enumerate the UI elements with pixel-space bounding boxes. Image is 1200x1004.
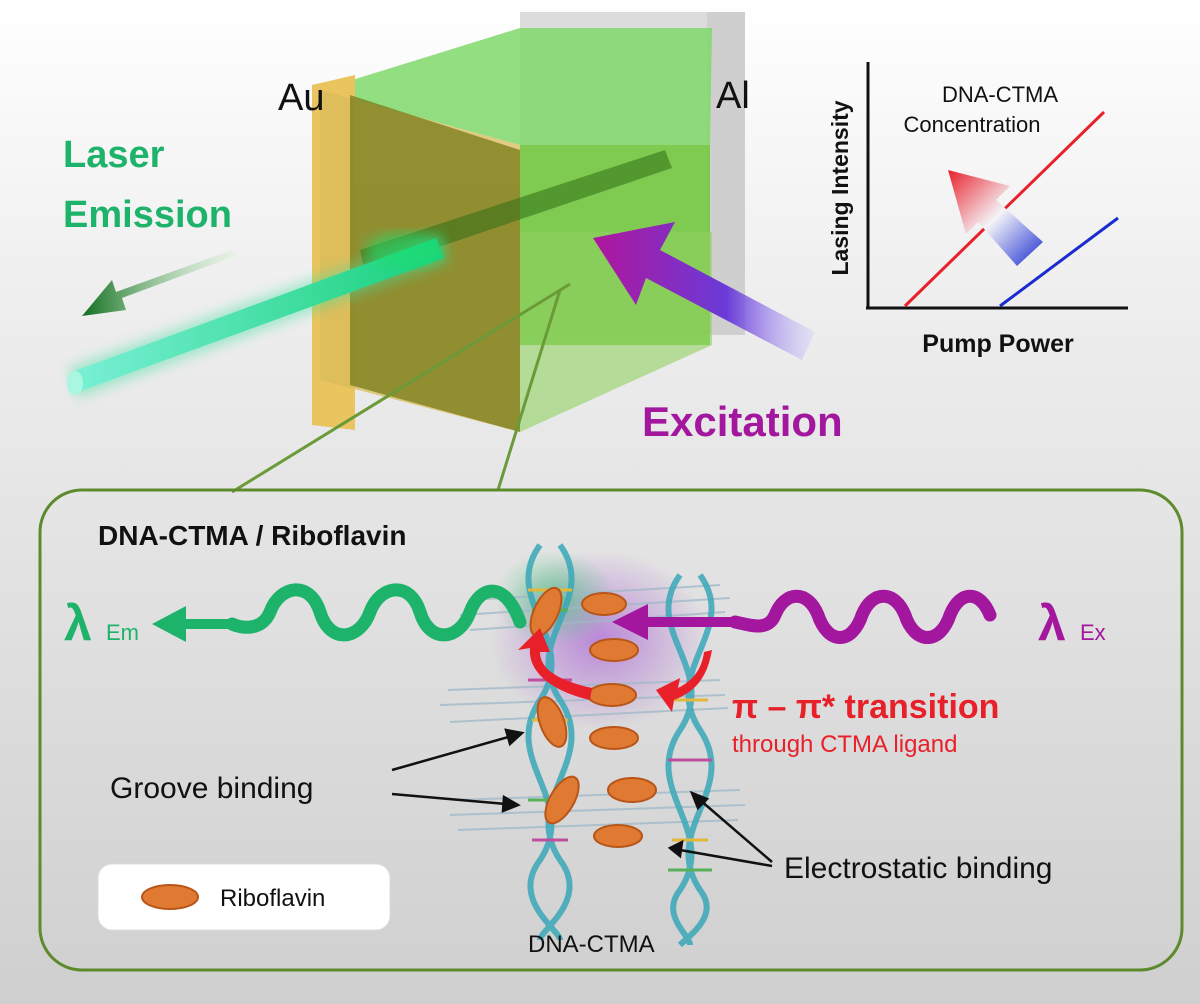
inset-line-low-concentration bbox=[999, 216, 1119, 308]
riboflavin-molecules bbox=[529, 586, 657, 848]
zoom-line-right bbox=[496, 289, 562, 491]
emission-label-line2: Emission bbox=[63, 194, 232, 236]
pointer-arrows bbox=[391, 728, 773, 868]
groove-binding-label: Groove binding bbox=[110, 772, 313, 805]
riboflavin-molecule bbox=[589, 726, 639, 750]
riboflavin-molecule bbox=[587, 683, 637, 707]
laser-cavity: Au Al bbox=[278, 12, 750, 432]
transition-sub-label: through CTMA ligand bbox=[732, 731, 957, 758]
legend-label: Riboflavin bbox=[220, 885, 325, 912]
transfer-arrow-right bbox=[656, 650, 712, 712]
inset-x-label: Pump Power bbox=[922, 330, 1074, 358]
au-label: Au bbox=[278, 77, 324, 119]
laser-beam bbox=[72, 238, 444, 392]
lambda-ex-sub: Ex bbox=[1080, 620, 1106, 645]
al-mirror-edge bbox=[707, 12, 745, 335]
riboflavin-molecule bbox=[536, 696, 568, 748]
riboflavin-molecule bbox=[593, 824, 643, 848]
lambda-ex-symbol: λ bbox=[1038, 595, 1066, 651]
detail-title: DNA-CTMA / Riboflavin bbox=[98, 520, 407, 551]
detail-panel bbox=[38, 488, 1184, 972]
riboflavin-molecule bbox=[589, 638, 639, 662]
transition-label: π – π* transition bbox=[732, 688, 999, 726]
beam-tip bbox=[67, 371, 83, 395]
riboflavin-molecule bbox=[581, 592, 627, 616]
riboflavin-legend-icon bbox=[141, 884, 199, 910]
emission-label-line1: Laser bbox=[63, 134, 165, 176]
excitation-wave-arrowhead bbox=[612, 604, 648, 640]
excitation-arrow bbox=[593, 222, 815, 360]
inset-plot: DNA-CTMA Concentration Lasing Intensity … bbox=[827, 62, 1128, 358]
zoom-line-left bbox=[231, 282, 571, 494]
excitation-wave bbox=[612, 589, 997, 644]
emission-wave bbox=[152, 583, 527, 642]
lambda-em-symbol: λ bbox=[64, 595, 92, 651]
legend-box bbox=[97, 863, 391, 931]
riboflavin-molecule bbox=[607, 777, 657, 803]
inset-annotation-line1: DNA-CTMA bbox=[942, 82, 1058, 107]
dna-helix-right bbox=[665, 573, 715, 948]
inset-annotation-line2: Concentration bbox=[904, 112, 1041, 137]
excitation-label: Excitation bbox=[642, 398, 843, 445]
riboflavin-molecule bbox=[544, 775, 580, 825]
inset-y-label: Lasing Intensity bbox=[827, 100, 853, 275]
emission-wave-arrowhead bbox=[152, 606, 186, 642]
lambda-em-sub: Em bbox=[106, 620, 139, 645]
emission-arrow bbox=[82, 250, 238, 316]
al-label: Al bbox=[716, 75, 750, 117]
energy-transfer-arrows bbox=[518, 628, 712, 712]
emission-beam bbox=[67, 232, 448, 398]
concentration-arrow bbox=[948, 170, 1043, 266]
dna-ctma-label: DNA-CTMA bbox=[528, 931, 655, 958]
legend: Riboflavin bbox=[97, 863, 391, 931]
transfer-arrow-left bbox=[518, 628, 592, 700]
electrostatic-binding-label: Electrostatic binding bbox=[784, 852, 1052, 885]
cube-top-face bbox=[320, 28, 712, 145]
